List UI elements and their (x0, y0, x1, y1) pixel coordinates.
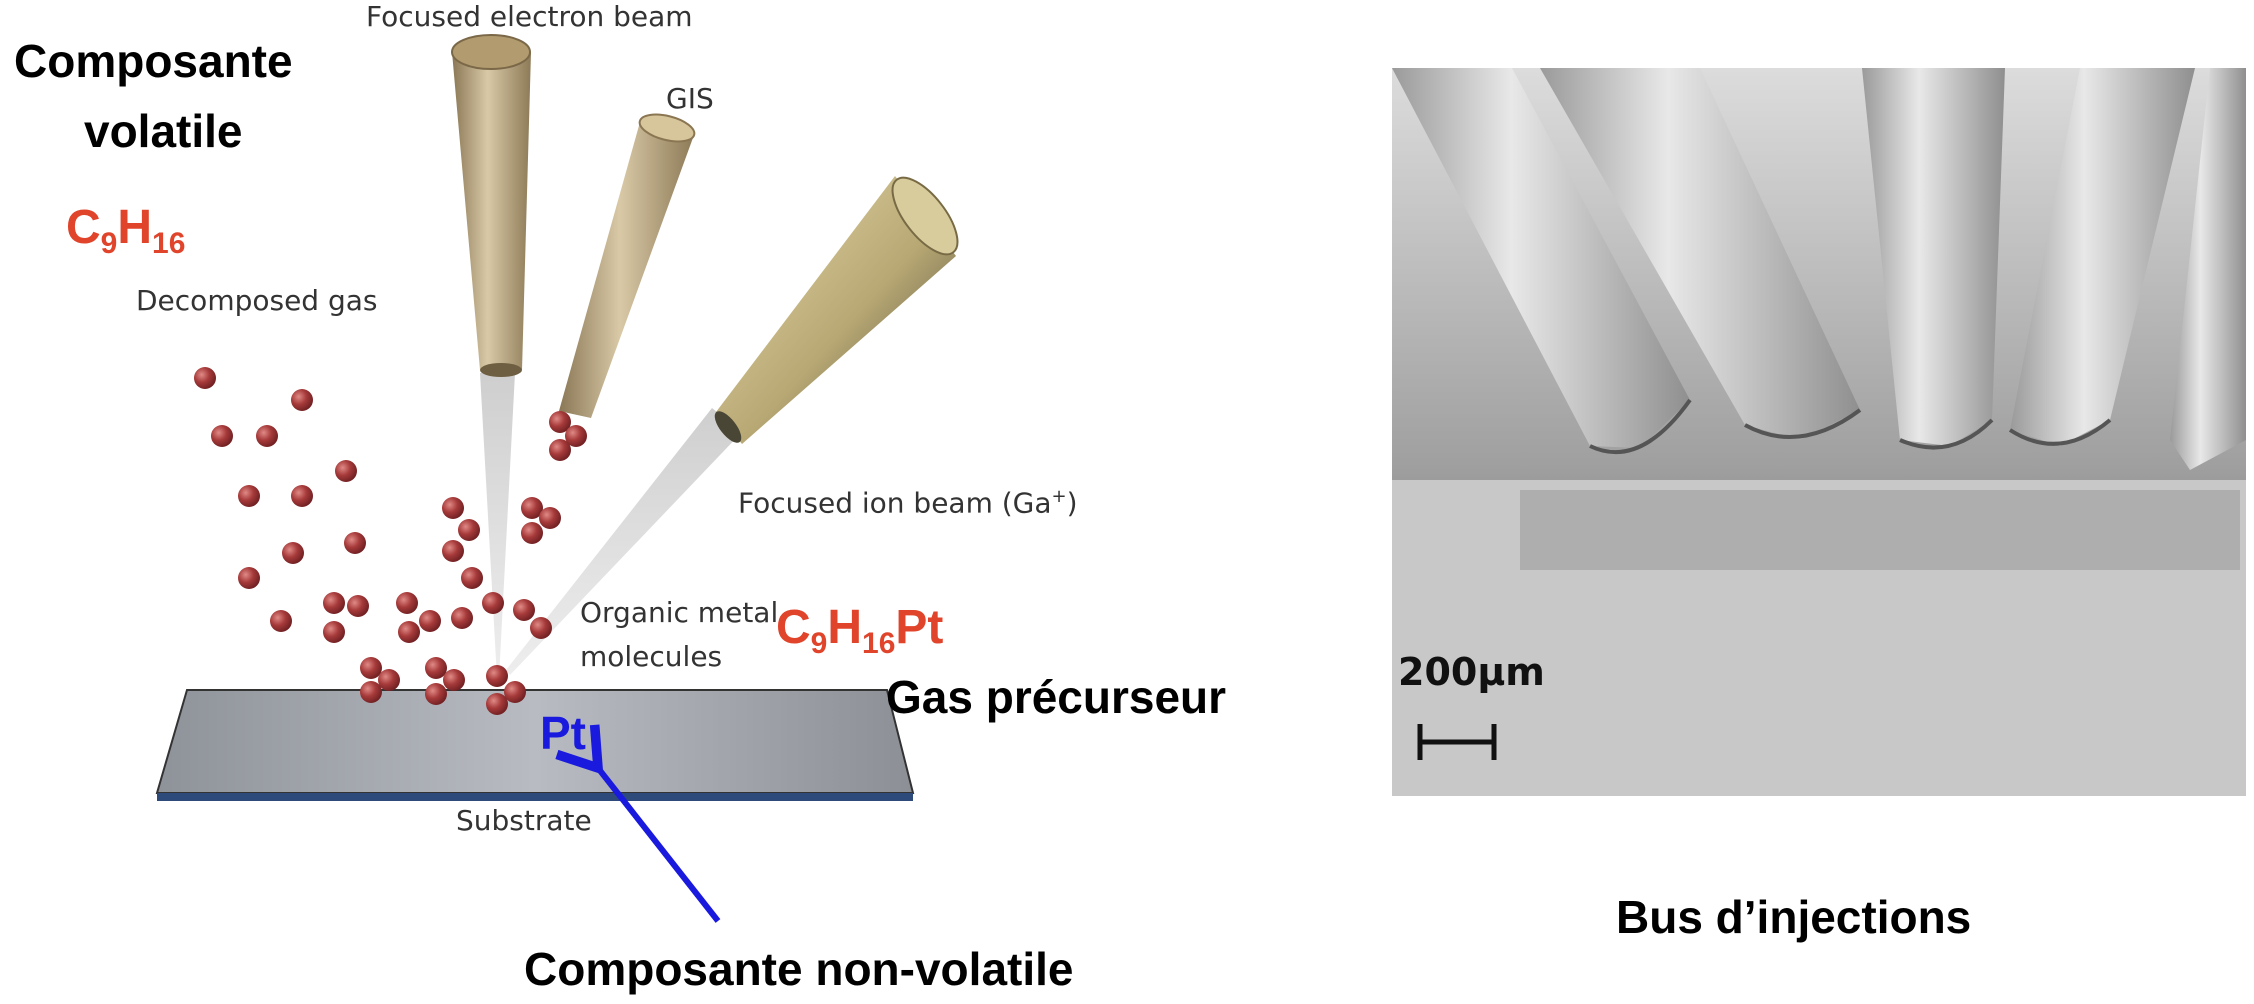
pt-label: Pt (540, 707, 586, 759)
gas-molecules (194, 367, 587, 715)
substrate-plate (155, 689, 915, 801)
gas-precursor-label: Gas précurseur (886, 671, 1227, 723)
ion-beam-column (714, 176, 959, 444)
volatile-title-line1: Composante (14, 35, 293, 87)
volatile-title-line2: volatile (84, 105, 243, 157)
gis-nozzle (559, 113, 696, 418)
decomposed-gas-label: Decomposed gas (136, 284, 378, 317)
organic-metal-label-line1: Organic metal (580, 596, 779, 629)
formula-precursor: C9H16Pt (776, 601, 944, 660)
substrate-label: Substrate (456, 804, 592, 837)
organic-metal-label-line2: molecules (580, 640, 723, 673)
sem-image (1392, 68, 2246, 796)
electron-beam-ray (480, 373, 515, 678)
gis-label: GIS (666, 82, 714, 115)
focused-ion-beam-label: Focused ion beam (Ga+) (738, 486, 1078, 520)
injection-caption: Bus d’injections (1616, 891, 1972, 943)
focused-electron-beam-label: Focused electron beam (366, 0, 693, 33)
electron-beam-column (451, 34, 531, 377)
non-volatile-arrow (555, 724, 721, 923)
ion-beam-ray (506, 408, 742, 675)
scale-label: 200μm (1398, 650, 1545, 694)
non-volatile-label: Composante non-volatile (524, 943, 1074, 995)
formula-volatile: C9H16 (66, 201, 186, 260)
